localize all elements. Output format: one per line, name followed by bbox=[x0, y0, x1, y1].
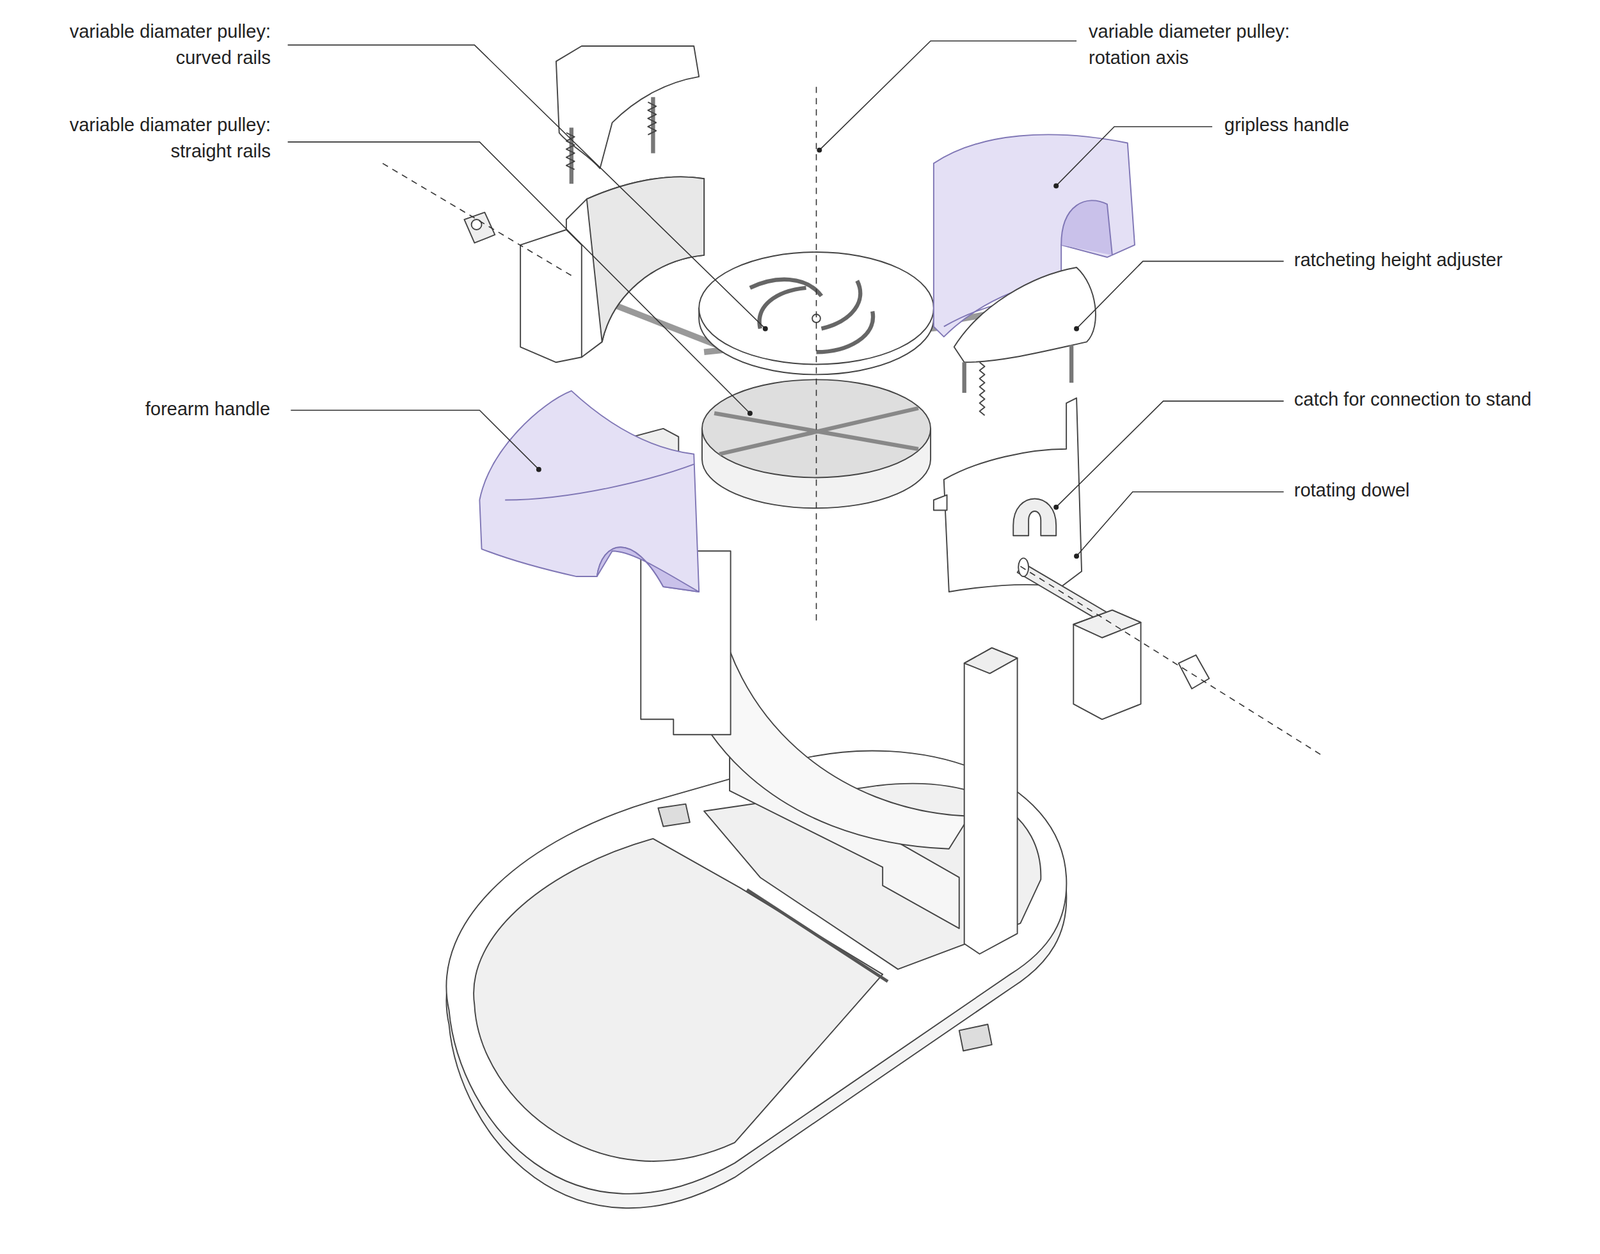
part-label: variable diamater pulley: straight rails bbox=[33, 112, 271, 165]
part-label: forearm handle bbox=[145, 396, 271, 423]
rotating-dowel bbox=[1017, 558, 1210, 720]
part-label: ratcheting height adjuster bbox=[1294, 247, 1503, 274]
part-label: gripless handle bbox=[1224, 112, 1350, 139]
leader-lines bbox=[288, 40, 1284, 557]
forearm-handle bbox=[479, 391, 699, 592]
leader-dots bbox=[536, 147, 1080, 560]
right-segment bbox=[933, 398, 1082, 592]
curved-rails-piece bbox=[556, 46, 699, 184]
part-label: rotating dowel bbox=[1294, 477, 1410, 504]
left-segment bbox=[464, 176, 704, 363]
ratcheting-height-adjuster bbox=[954, 267, 1096, 416]
part-label: variable diamater pulley: curved rails bbox=[33, 18, 271, 72]
part-label: variable diameter pulley: rotation axis bbox=[1088, 18, 1326, 72]
part-label: catch for connection to stand bbox=[1294, 386, 1532, 413]
axis-lines bbox=[382, 87, 1322, 756]
